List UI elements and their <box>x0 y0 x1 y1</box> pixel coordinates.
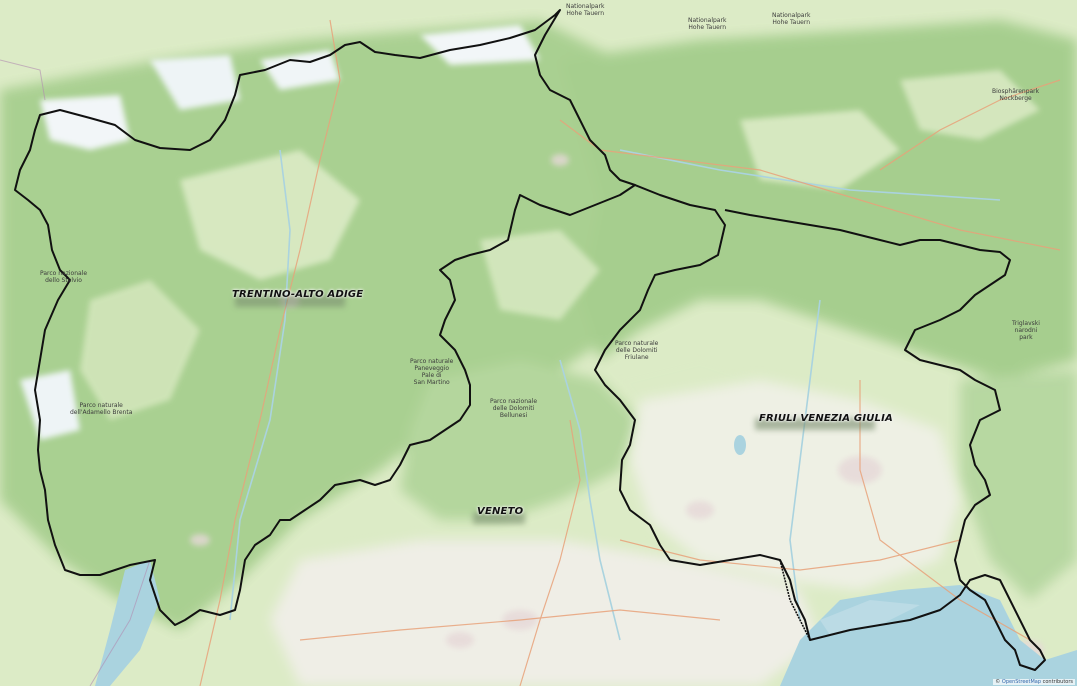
region-label-trentino: TRENTINO-ALTO ADIGE <box>232 289 364 300</box>
roads <box>199 19 1061 686</box>
attribution-link[interactable]: OpenStreetMap <box>1001 679 1041 685</box>
place-adamello: Parco naturale dell'Adamello Brenta <box>70 402 133 416</box>
border-friuli-venezia-giulia <box>594 184 1046 671</box>
rivers <box>229 149 1001 641</box>
region-label-friuli: FRIULI VENEZIA GIULIA <box>759 413 893 424</box>
plains <box>270 380 960 686</box>
region-label-veneto: VENETO <box>477 506 524 517</box>
border-veneto-coast <box>779 559 811 641</box>
border-trentino-alto-adige <box>14 9 636 626</box>
place-hohe-tauern-3: Nationalpark Hohe Tauern <box>772 12 811 26</box>
place-hohe-tauern-1: Nationalpark Hohe Tauern <box>566 3 605 17</box>
place-triglav: Triglavski narodni park <box>1012 320 1040 341</box>
place-dolomiti-bellunesi: Parco nazionale delle Dolomiti Bellunesi <box>490 398 538 419</box>
place-dolomiti-friulane: Parco naturale delle Dolomiti Friulane <box>615 340 659 361</box>
place-hohe-tauern-2: Nationalpark Hohe Tauern <box>688 17 727 31</box>
attribution-prefix: © <box>995 679 1002 685</box>
map-attribution: © OpenStreetMap contributors <box>993 679 1075 685</box>
place-paneveggio: Parco naturale Paneveggio Pale di San Ma… <box>410 358 454 386</box>
forest-west <box>0 20 720 630</box>
veneto-plain <box>270 540 820 686</box>
label-shadows <box>235 295 875 524</box>
state-borders <box>0 59 151 686</box>
attribution-suffix: contributors <box>1041 679 1073 685</box>
lake-garda <box>95 560 160 686</box>
lake-small <box>734 435 746 455</box>
place-stelvio: Parco nazionale dello Stelvio <box>40 270 88 284</box>
place-nockberge: Biosphärenpark Nockberge <box>992 88 1040 102</box>
friuli-plain <box>630 380 960 590</box>
forest-far-east <box>960 370 1077 600</box>
lagoon <box>820 600 920 635</box>
